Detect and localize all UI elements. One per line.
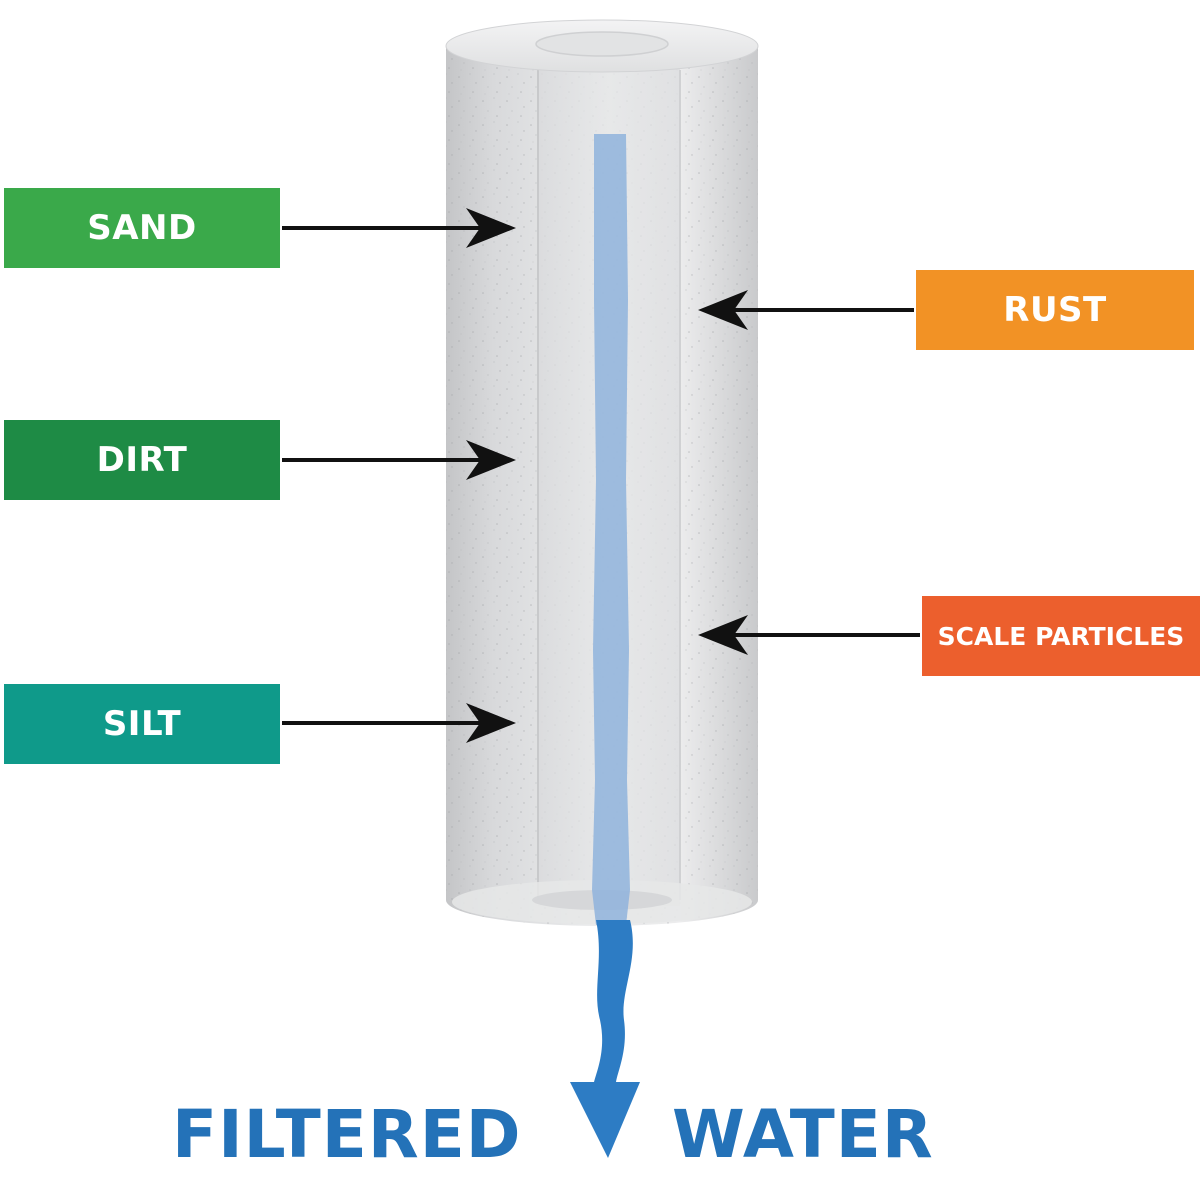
label-scale-particles: SCALE PARTICLES bbox=[922, 596, 1200, 676]
caption-water: WATER bbox=[672, 1096, 934, 1173]
label-dirt: DIRT bbox=[4, 420, 280, 500]
arrow-down-icon bbox=[570, 920, 640, 1158]
arrow-in-icon bbox=[282, 208, 516, 743]
arrow-in-icon bbox=[698, 290, 920, 655]
label-rust: RUST bbox=[916, 270, 1194, 350]
water-channel bbox=[592, 134, 630, 925]
label-silt: SILT bbox=[4, 684, 280, 764]
caption-filtered: FILTERED bbox=[172, 1096, 522, 1173]
label-sand: SAND bbox=[4, 188, 280, 268]
